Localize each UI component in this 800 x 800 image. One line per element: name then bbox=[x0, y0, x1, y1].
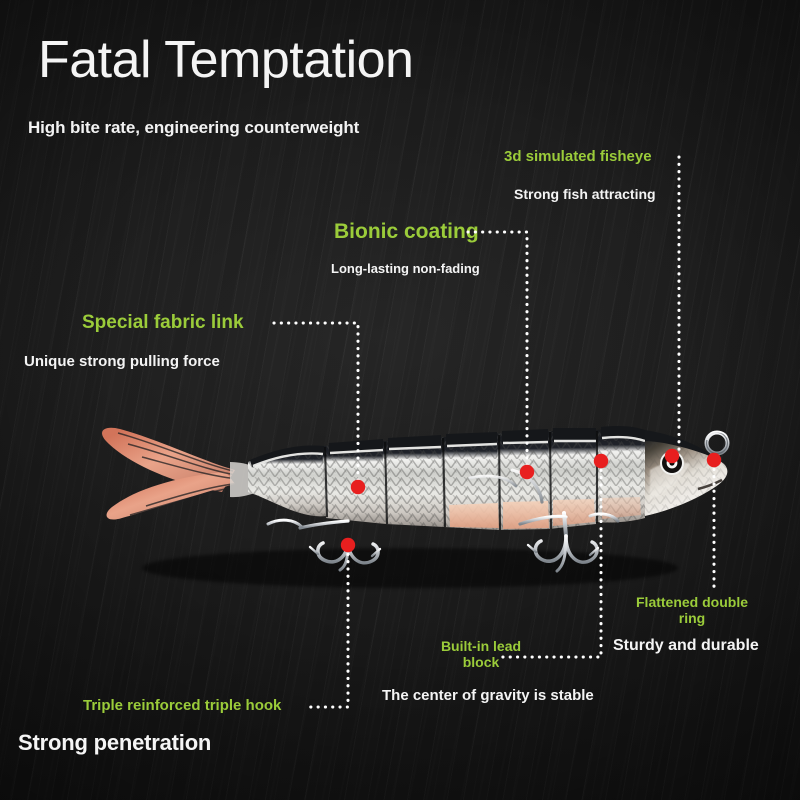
page-subtitle: High bite rate, engineering counterweigh… bbox=[28, 118, 360, 137]
marker-coating bbox=[519, 464, 535, 480]
footer-tagline: Strong penetration bbox=[18, 730, 212, 755]
leader-fabric-link bbox=[272, 321, 360, 488]
callout-double-ring-description: Sturdy and durable bbox=[613, 637, 759, 654]
leader-triple-hook bbox=[305, 545, 350, 709]
callout-coating-title: Bionic coating bbox=[334, 220, 479, 243]
lure-body-segments bbox=[248, 426, 646, 531]
lure-tail-fin bbox=[102, 427, 274, 520]
leader-coating bbox=[466, 230, 529, 472]
callout-fabric-link-title: Special fabric link bbox=[82, 312, 244, 333]
callout-lead-block-description: The center of gravity is stable bbox=[382, 687, 594, 704]
callout-lead-block-title: Built-in lead block bbox=[440, 638, 522, 670]
callout-fisheye-description: Strong fish attracting bbox=[514, 186, 656, 202]
lure-treble-hooks bbox=[266, 468, 620, 573]
page-title: Fatal Temptation bbox=[38, 31, 414, 89]
callout-coating-description: Long-lasting non-fading bbox=[331, 261, 480, 276]
marker-fabric-link bbox=[350, 479, 366, 495]
callout-double-ring-title: Flattened double ring bbox=[636, 594, 748, 626]
leader-lead-block bbox=[494, 461, 603, 659]
marker-lead-block bbox=[593, 453, 609, 469]
callout-fisheye-title: 3d simulated fisheye bbox=[504, 148, 652, 165]
callout-triple-hook-title: Triple reinforced triple hook bbox=[83, 697, 282, 714]
marker-double-ring bbox=[706, 452, 722, 468]
callout-fabric-link-description: Unique strong pulling force bbox=[24, 353, 220, 370]
marker-fisheye bbox=[664, 448, 680, 464]
lure-belly bbox=[449, 497, 641, 529]
marker-triple-hook bbox=[340, 537, 356, 553]
